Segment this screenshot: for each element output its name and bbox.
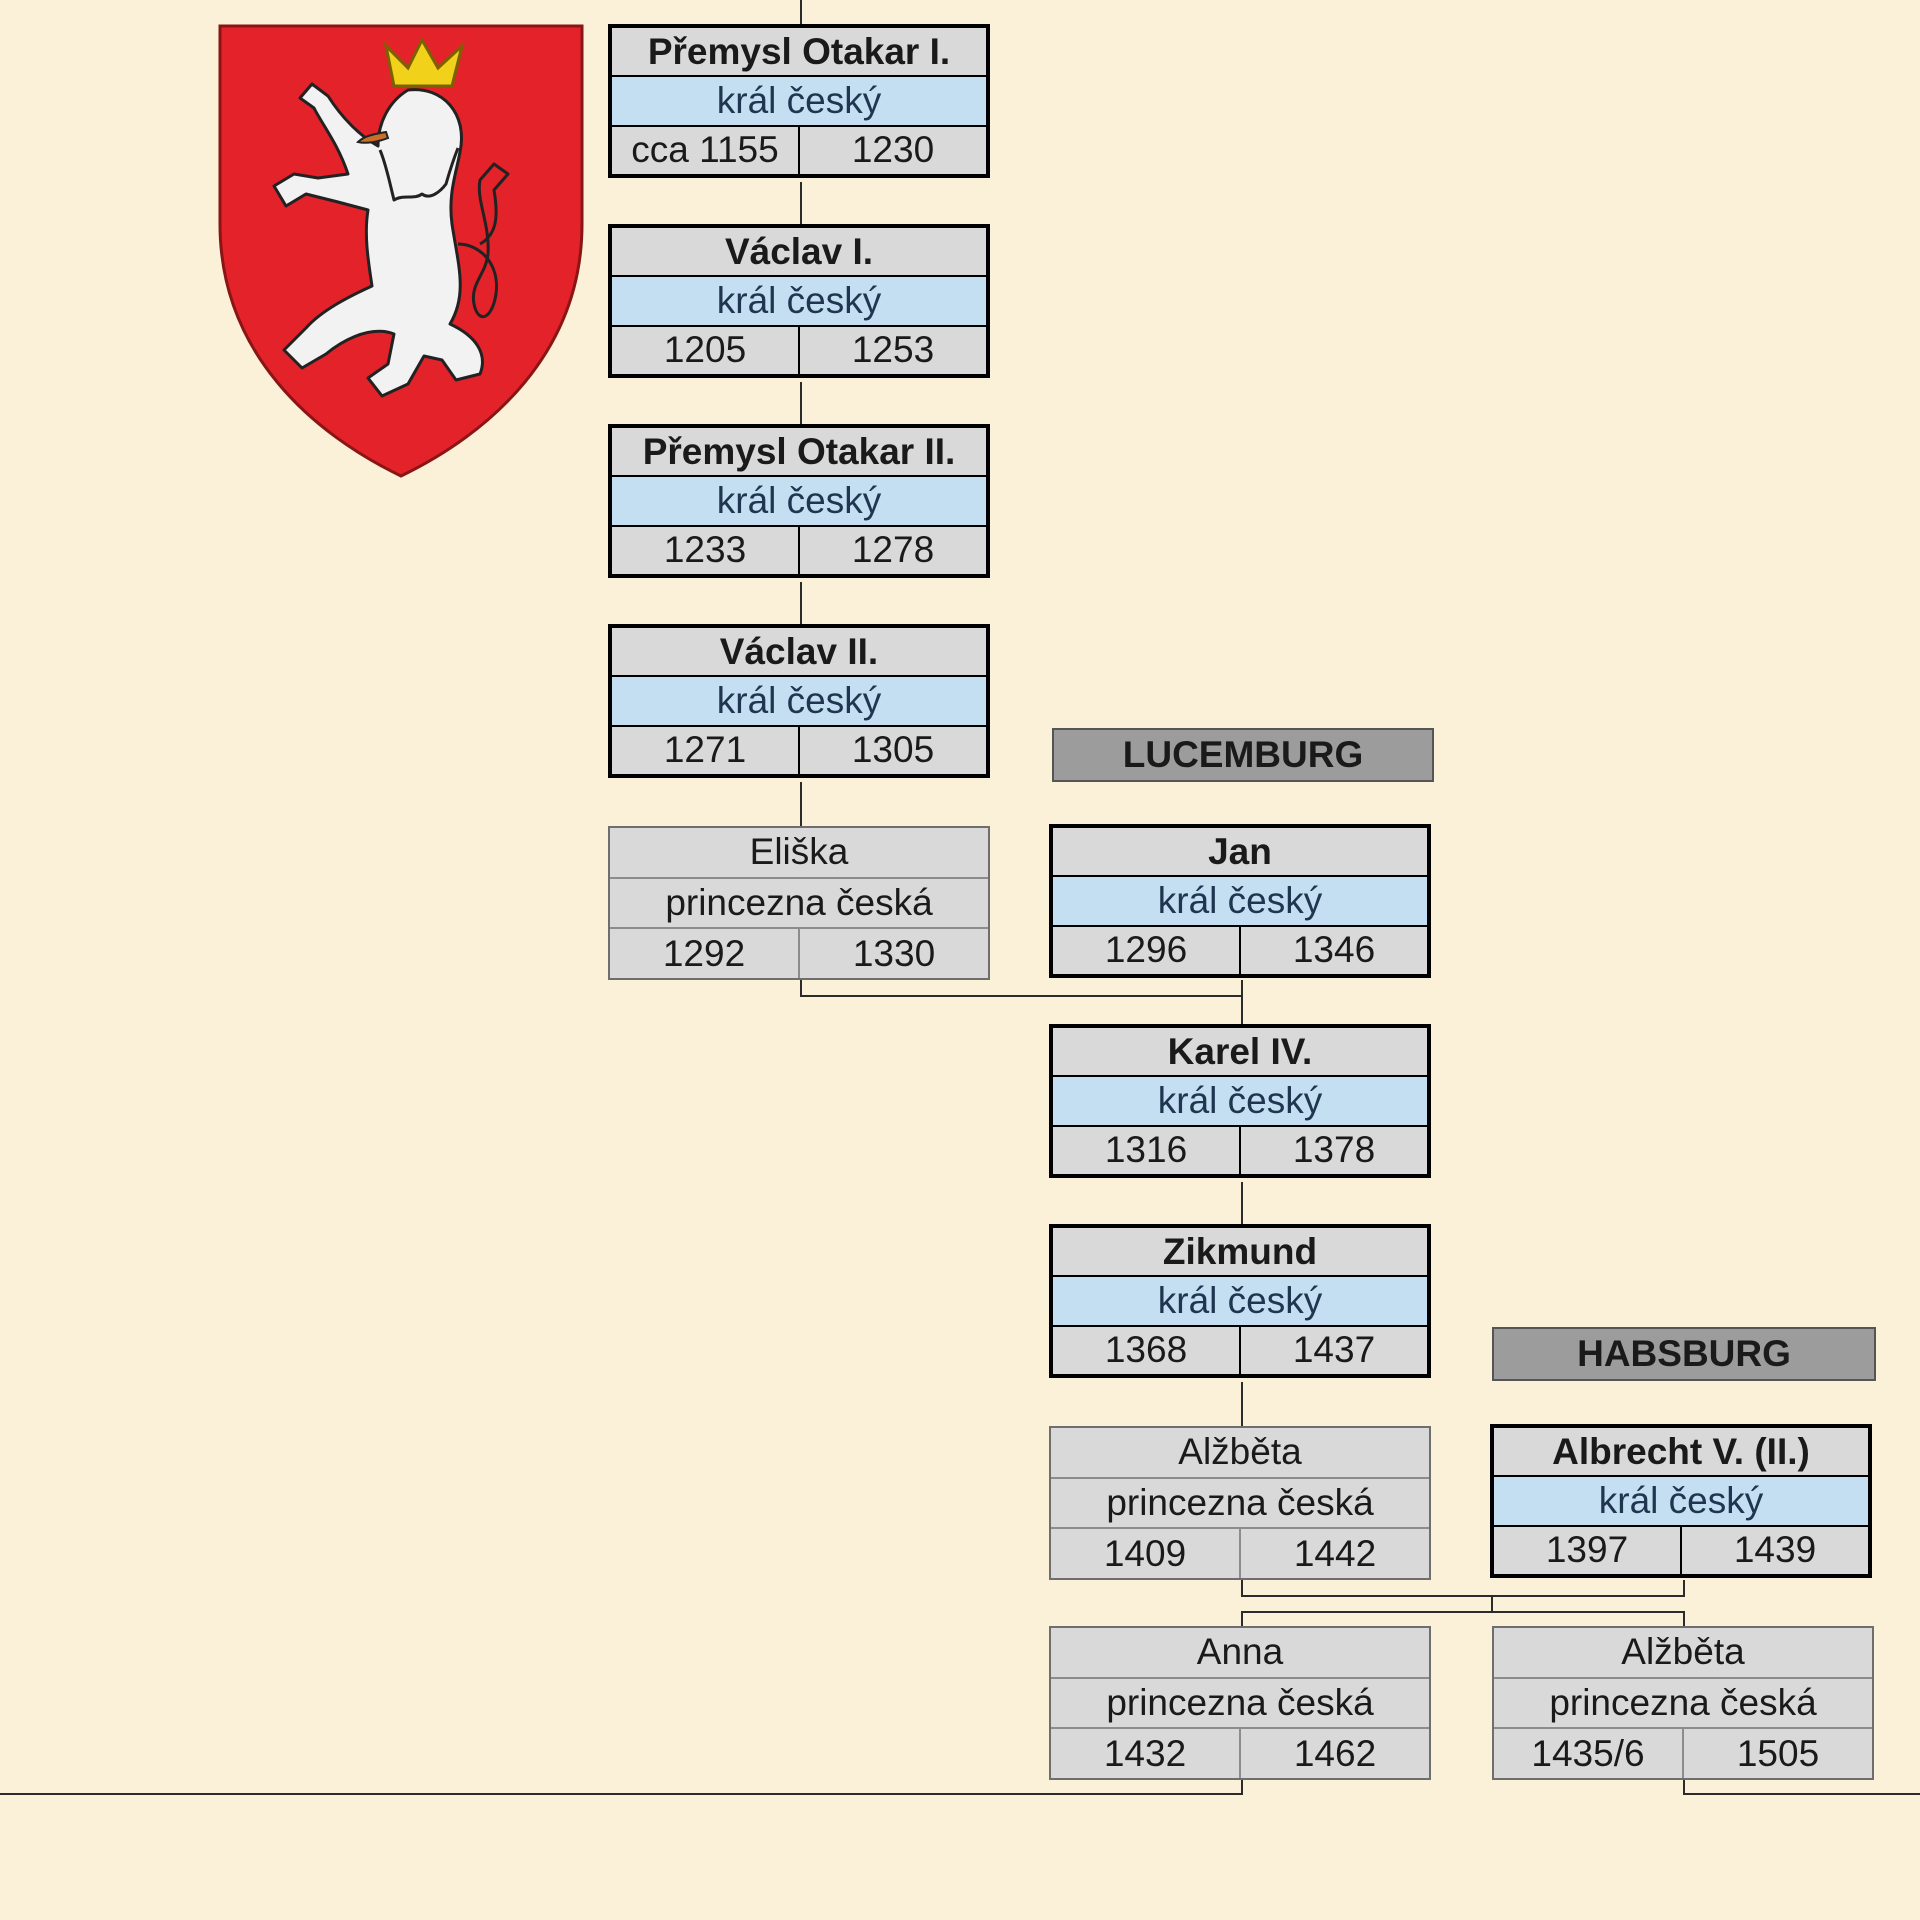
- person-alzbeta-1409: Alžběta princezna česká 1409 1442: [1049, 1426, 1431, 1580]
- person-name: Přemysl Otakar I.: [612, 28, 986, 76]
- person-name: Karel IV.: [1053, 1028, 1427, 1076]
- person-title: král český: [1494, 1477, 1868, 1525]
- death-year: 1330: [800, 929, 988, 978]
- person-name: Albrecht V. (II.): [1494, 1428, 1868, 1476]
- birth-year: 1233: [612, 526, 798, 574]
- person-title: král český: [1053, 1277, 1427, 1325]
- person-title: král český: [612, 277, 986, 325]
- person-title: princezna česká: [610, 878, 988, 928]
- person-vaclav-2: Václav II. král český 1271 1305: [608, 624, 990, 778]
- death-year: 1462: [1241, 1729, 1429, 1778]
- death-year: 1346: [1241, 926, 1427, 974]
- birth-year: 1292: [610, 929, 798, 978]
- person-vaclav-1: Václav I. král český 1205 1253: [608, 224, 990, 378]
- person-zikmund: Zikmund král český 1368 1437: [1049, 1224, 1431, 1378]
- person-title: král český: [612, 477, 986, 525]
- death-year: 1505: [1684, 1729, 1872, 1778]
- death-year: 1442: [1241, 1529, 1429, 1578]
- person-name: Přemysl Otakar II.: [612, 428, 986, 476]
- person-name: Václav II.: [612, 628, 986, 676]
- birth-year: cca 1155: [612, 126, 798, 174]
- birth-year: 1271: [612, 726, 798, 774]
- person-title: král český: [1053, 877, 1427, 925]
- person-premysl-otakar-2: Přemysl Otakar II. král český 1233 1278: [608, 424, 990, 578]
- birth-year: 1397: [1494, 1526, 1680, 1574]
- person-name: Jan: [1053, 828, 1427, 876]
- birth-year: 1368: [1053, 1326, 1239, 1374]
- birth-year: 1296: [1053, 926, 1239, 974]
- person-name: Václav I.: [612, 228, 986, 276]
- person-karel-4: Karel IV. král český 1316 1378: [1049, 1024, 1431, 1178]
- dynasty-label-lucemburg: LUCEMBURG: [1052, 728, 1434, 782]
- person-title: princezna česká: [1494, 1678, 1872, 1728]
- person-jan: Jan král český 1296 1346: [1049, 824, 1431, 978]
- birth-year: 1205: [612, 326, 798, 374]
- death-year: 1439: [1682, 1526, 1868, 1574]
- person-title: král český: [612, 677, 986, 725]
- person-albrecht-5: Albrecht V. (II.) král český 1397 1439: [1490, 1424, 1872, 1578]
- person-name: Alžběta: [1051, 1428, 1429, 1477]
- person-name: Alžběta: [1494, 1628, 1872, 1677]
- person-anna: Anna princezna česká 1432 1462: [1049, 1626, 1431, 1780]
- person-name: Eliška: [610, 828, 988, 877]
- death-year: 1278: [800, 526, 986, 574]
- birth-year: 1316: [1053, 1126, 1239, 1174]
- person-title: princezna česká: [1051, 1478, 1429, 1528]
- bohemian-lion-coat-of-arms: [218, 24, 584, 478]
- person-alzbeta-1435: Alžběta princezna česká 1435/6 1505: [1492, 1626, 1874, 1780]
- person-eliska: Eliška princezna česká 1292 1330: [608, 826, 990, 980]
- person-name: Zikmund: [1053, 1228, 1427, 1276]
- person-title: princezna česká: [1051, 1678, 1429, 1728]
- death-year: 1230: [800, 126, 986, 174]
- death-year: 1305: [800, 726, 986, 774]
- birth-year: 1435/6: [1494, 1729, 1682, 1778]
- death-year: 1378: [1241, 1126, 1427, 1174]
- person-name: Anna: [1051, 1628, 1429, 1677]
- death-year: 1437: [1241, 1326, 1427, 1374]
- person-title: král český: [612, 77, 986, 125]
- person-premysl-otakar-1: Přemysl Otakar I. král český cca 1155 12…: [608, 24, 990, 178]
- person-title: král český: [1053, 1077, 1427, 1125]
- birth-year: 1409: [1051, 1529, 1239, 1578]
- death-year: 1253: [800, 326, 986, 374]
- birth-year: 1432: [1051, 1729, 1239, 1778]
- dynasty-label-habsburg: HABSBURG: [1492, 1327, 1876, 1381]
